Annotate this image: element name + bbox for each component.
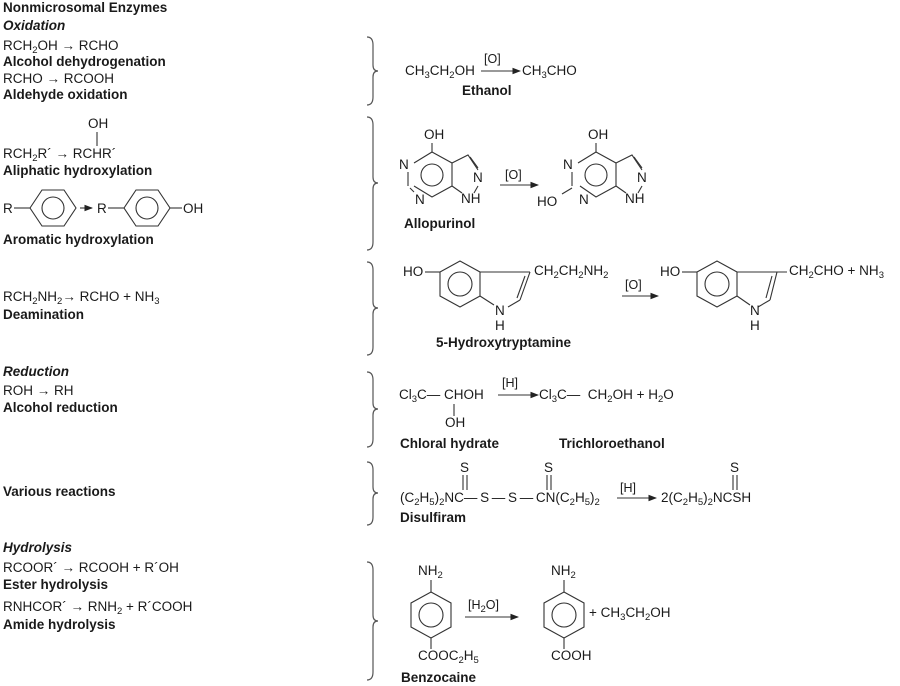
svg-text:N: N: [399, 157, 409, 172]
brace: [366, 561, 379, 681]
svg-text:N: N: [473, 170, 483, 185]
hydroxyindoleacetaldehyde-structure: HO N H: [660, 260, 787, 333]
reagent-label: [H]: [502, 376, 518, 390]
reaction-name: Amide hydrolysis: [3, 617, 116, 632]
reaction-name: Alcohol dehydrogenation: [3, 54, 166, 69]
svg-text:H: H: [495, 318, 505, 333]
general-reaction-amide-hydrolysis: RNHCOR´ → RNH2 + R´COOH: [3, 599, 193, 617]
reaction-name: Various reactions: [3, 484, 116, 499]
compound-label: Chloral hydrate: [400, 436, 500, 451]
svg-text:N: N: [579, 192, 589, 207]
thione-sulfur: S: [730, 460, 740, 475]
general-reaction-ester-hydrolysis: RCOOR´ → RCOOH + R´OH: [3, 560, 179, 575]
reaction-name: Deamination: [3, 307, 85, 322]
brace: [366, 116, 379, 251]
svg-text:R: R: [3, 201, 13, 216]
svg-text:HO: HO: [403, 264, 423, 279]
compound-label: Allopurinol: [404, 216, 476, 231]
svg-text:N: N: [495, 303, 505, 318]
general-reaction-deamination: RCH2NH2→ RCHO + NH3: [3, 289, 160, 307]
svg-text:OH: OH: [183, 201, 203, 216]
svg-text:N: N: [637, 170, 647, 185]
chloral-hydrate-formula: Cl3C— CHOH: [399, 387, 484, 405]
product-side-chain: CH2CHO + NH3: [789, 263, 884, 281]
thione-sulfur: S: [544, 460, 554, 475]
compound-label: 5-Hydroxytryptamine: [436, 335, 572, 350]
section-oxidation: Oxidation: [3, 18, 66, 33]
svg-text:HO: HO: [537, 194, 557, 209]
svg-text:R: R: [97, 201, 107, 216]
svg-text:H: H: [750, 318, 760, 333]
amino-group: NH2: [418, 563, 443, 581]
reagent-label: [H]: [620, 481, 636, 495]
brace: [366, 36, 379, 106]
reagent-label: [H2O]: [468, 598, 499, 615]
reagent-label: [O]: [505, 168, 522, 182]
compound-label: Ethanol: [462, 83, 512, 98]
carboxyl-group: COOH: [551, 648, 592, 663]
svg-text:NH: NH: [461, 191, 481, 206]
reaction-name: Aldehyde oxidation: [3, 87, 128, 102]
svg-text:N: N: [750, 303, 760, 318]
svg-text:OH: OH: [88, 116, 108, 131]
side-chain: CH2CH2NH2: [534, 263, 609, 281]
allopurinol-structure: OH N N N NH: [399, 127, 483, 207]
svg-text:N: N: [415, 192, 425, 207]
compound-label: Disulfiram: [400, 510, 467, 525]
aromatic-hydroxylation-scheme: R R OH: [3, 189, 203, 227]
reagent-label: [O]: [625, 278, 642, 292]
ester-group: COOC2H5: [418, 648, 479, 666]
trichloroethanol-formula: Cl3C— CH2OH + H2O: [539, 387, 674, 405]
compound-label: Benzocaine: [401, 670, 477, 685]
disulfiram-formula: (C2H5)2NC— S — S — CN(C2H5)2: [400, 490, 600, 508]
svg-text:NH: NH: [625, 191, 645, 206]
compound-label: Trichloroethanol: [559, 436, 665, 451]
benzocaine-structure: [410, 580, 452, 649]
ethanol-byproduct: + CH3CH2OH: [589, 605, 671, 623]
serotonin-structure: HO N H: [403, 260, 531, 333]
section-reduction: Reduction: [3, 364, 69, 379]
reaction-name: Aliphatic hydroxylation: [3, 163, 153, 178]
svg-text:OH: OH: [588, 127, 608, 142]
hydroxyl-group: OH: [445, 415, 466, 430]
general-reaction-aldehyde-oxidation: RCHO → RCOOH: [3, 71, 114, 86]
svg-text:HO: HO: [660, 264, 680, 279]
acetaldehyde-formula: CH3CHO: [522, 63, 577, 81]
general-reaction-aliphatic-hydroxylation: RCH2R´ → RCHR´: [3, 146, 117, 164]
thione-sulfur: S: [460, 460, 470, 475]
aminobenzoic-acid-structure: [543, 580, 585, 649]
svg-text:OH: OH: [424, 127, 444, 142]
general-reaction-alcohol-reduction: ROH → RH: [3, 383, 74, 398]
amino-group: NH2: [551, 563, 576, 581]
oxypurinol-structure: OH N N HO N NH: [537, 127, 647, 209]
general-reaction-alcohol-dehydrogenation: RCH2OH → RCHO: [3, 38, 119, 56]
brace: [366, 371, 379, 448]
brace: [366, 261, 379, 356]
reagent-label: [O]: [484, 52, 501, 66]
dithiocarbamate-formula: 2(C2H5)2NCSH: [661, 490, 752, 508]
reaction-name: Ester hydrolysis: [3, 577, 109, 592]
ethanol-formula: CH3CH2OH: [405, 63, 475, 81]
page-title: Nonmicrosomal Enzymes: [3, 0, 168, 15]
reaction-name: Alcohol reduction: [3, 400, 118, 415]
reaction-name: Aromatic hydroxylation: [3, 232, 154, 247]
section-hydrolysis: Hydrolysis: [3, 540, 73, 555]
brace: [366, 461, 379, 526]
svg-text:N: N: [563, 157, 573, 172]
